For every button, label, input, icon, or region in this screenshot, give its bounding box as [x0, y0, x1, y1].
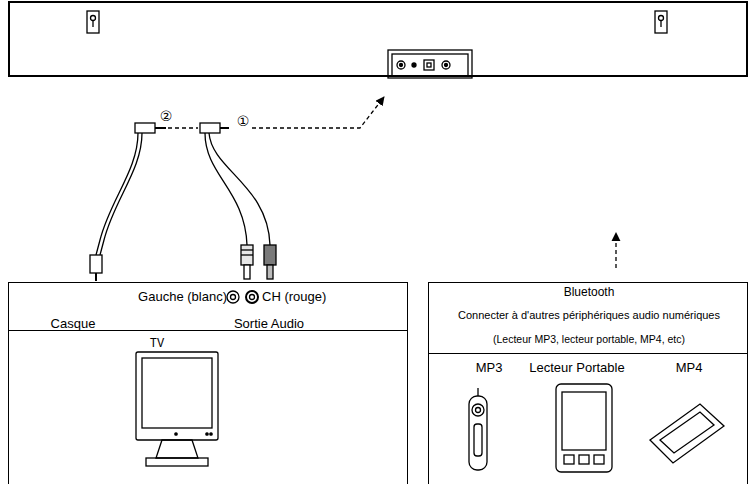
rca-jack	[227, 291, 239, 303]
panel-text: (Lecteur MP3, lecteur portable, MP4, etc…	[493, 333, 685, 345]
rca-jack	[246, 291, 258, 303]
wall-hook	[655, 11, 667, 33]
jack-plug	[90, 123, 166, 281]
mp3-illustration	[469, 388, 487, 470]
rca-plug	[241, 245, 253, 279]
phone-illustration	[556, 384, 612, 472]
tv-illustration	[136, 352, 218, 466]
panel-text: MP3	[476, 361, 503, 376]
mp4-illustration	[650, 404, 724, 463]
rca-plug	[264, 245, 276, 279]
soundbar-body	[9, 2, 747, 76]
panel-text: Connecter à d'autres périphériques audio…	[458, 309, 720, 322]
tv-panel: TV	[8, 330, 408, 484]
jack-plug	[200, 123, 270, 245]
bluetooth-panel: BluetoothConnecter à d'autres périphériq…	[428, 282, 748, 354]
audio-output-panel: Gauche (blanc)CH (rouge)CasqueSortie Aud…	[8, 282, 408, 331]
panel-text: Gauche (blanc)	[138, 290, 227, 305]
callout-number: ①	[237, 114, 250, 128]
panel-text: TV	[150, 338, 164, 352]
panel-text: CH (rouge)	[262, 290, 326, 305]
connection-guide	[252, 97, 384, 128]
connector-panel	[388, 50, 472, 78]
bluetooth-arrow	[615, 233, 616, 268]
wall-hook	[87, 11, 99, 33]
panel-text: Bluetooth	[564, 286, 615, 300]
devices-panel: MP3 Lecteur Portable MP4	[428, 353, 748, 484]
callout-number: ②	[160, 109, 173, 123]
panel-text: Lecteur Portable	[529, 361, 624, 376]
connection-guide	[168, 127, 198, 128]
panel-text: MP4	[676, 361, 703, 376]
